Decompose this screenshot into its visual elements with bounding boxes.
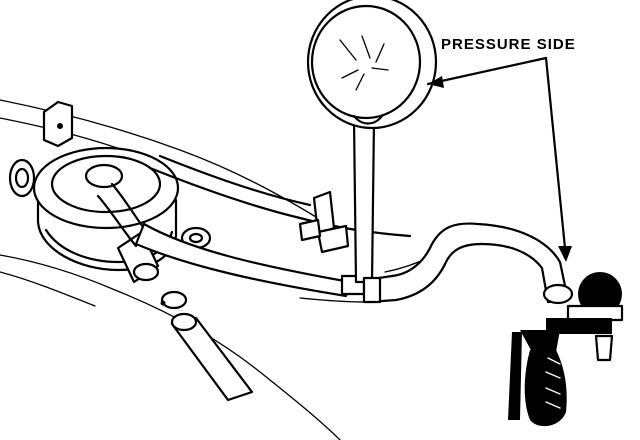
fuel-hose-to-tee	[96, 182, 352, 298]
hose-clamp	[160, 290, 188, 310]
test-gauge-assembly	[508, 272, 624, 427]
mounting-bracket	[42, 100, 74, 148]
pressure-side-label: PRESSURE SIDE	[441, 36, 576, 53]
pressure-side-hose	[362, 222, 574, 305]
callout-arrows	[426, 56, 572, 262]
gauge-face	[310, 4, 422, 120]
pressure-gauge	[306, 0, 438, 284]
outlet-pipe-stub	[116, 230, 160, 284]
disconnected-hose	[170, 312, 254, 402]
gauge-stem	[352, 118, 376, 284]
side-fitting-left	[8, 158, 36, 198]
